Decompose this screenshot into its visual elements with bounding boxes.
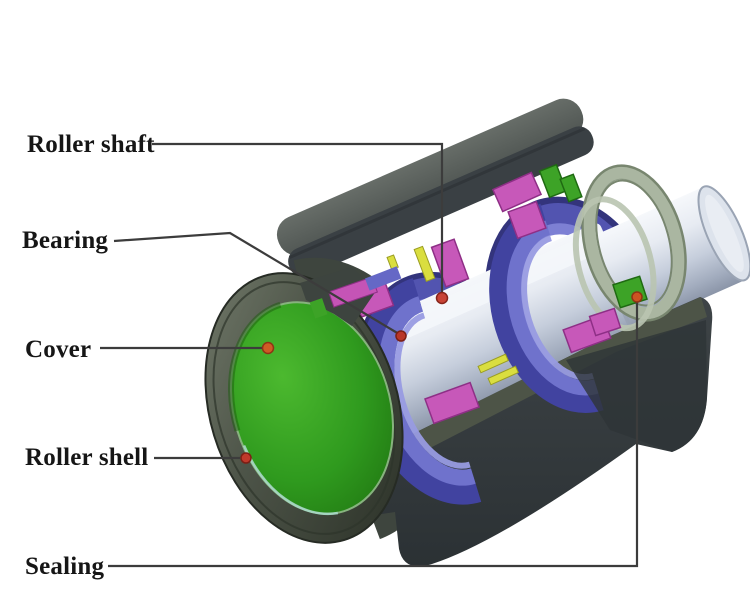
leader-roller-shaft [152,142,444,293]
label-sealing: Sealing [25,553,105,580]
cover-disc [228,301,394,516]
callout-dot-cover [261,341,275,355]
leader-bearing [113,231,400,335]
labyrinth-seal-ring [572,164,687,332]
label-bearing: Bearing [22,227,109,254]
label-roller-shaft: Roller shaft [27,131,155,158]
callout-dot-roller-shell [240,452,252,464]
callout-dot-sealing [631,291,643,303]
callout-dots [240,291,643,464]
callout-dot-roller-shaft [435,291,449,305]
spacer-yellow [386,245,519,386]
leader-lines [100,142,639,568]
leader-sealing [108,302,639,568]
callout-dot-bearing [395,330,407,342]
label-cover: Cover [25,336,92,363]
label-roller-shell: Roller shell [25,444,149,471]
